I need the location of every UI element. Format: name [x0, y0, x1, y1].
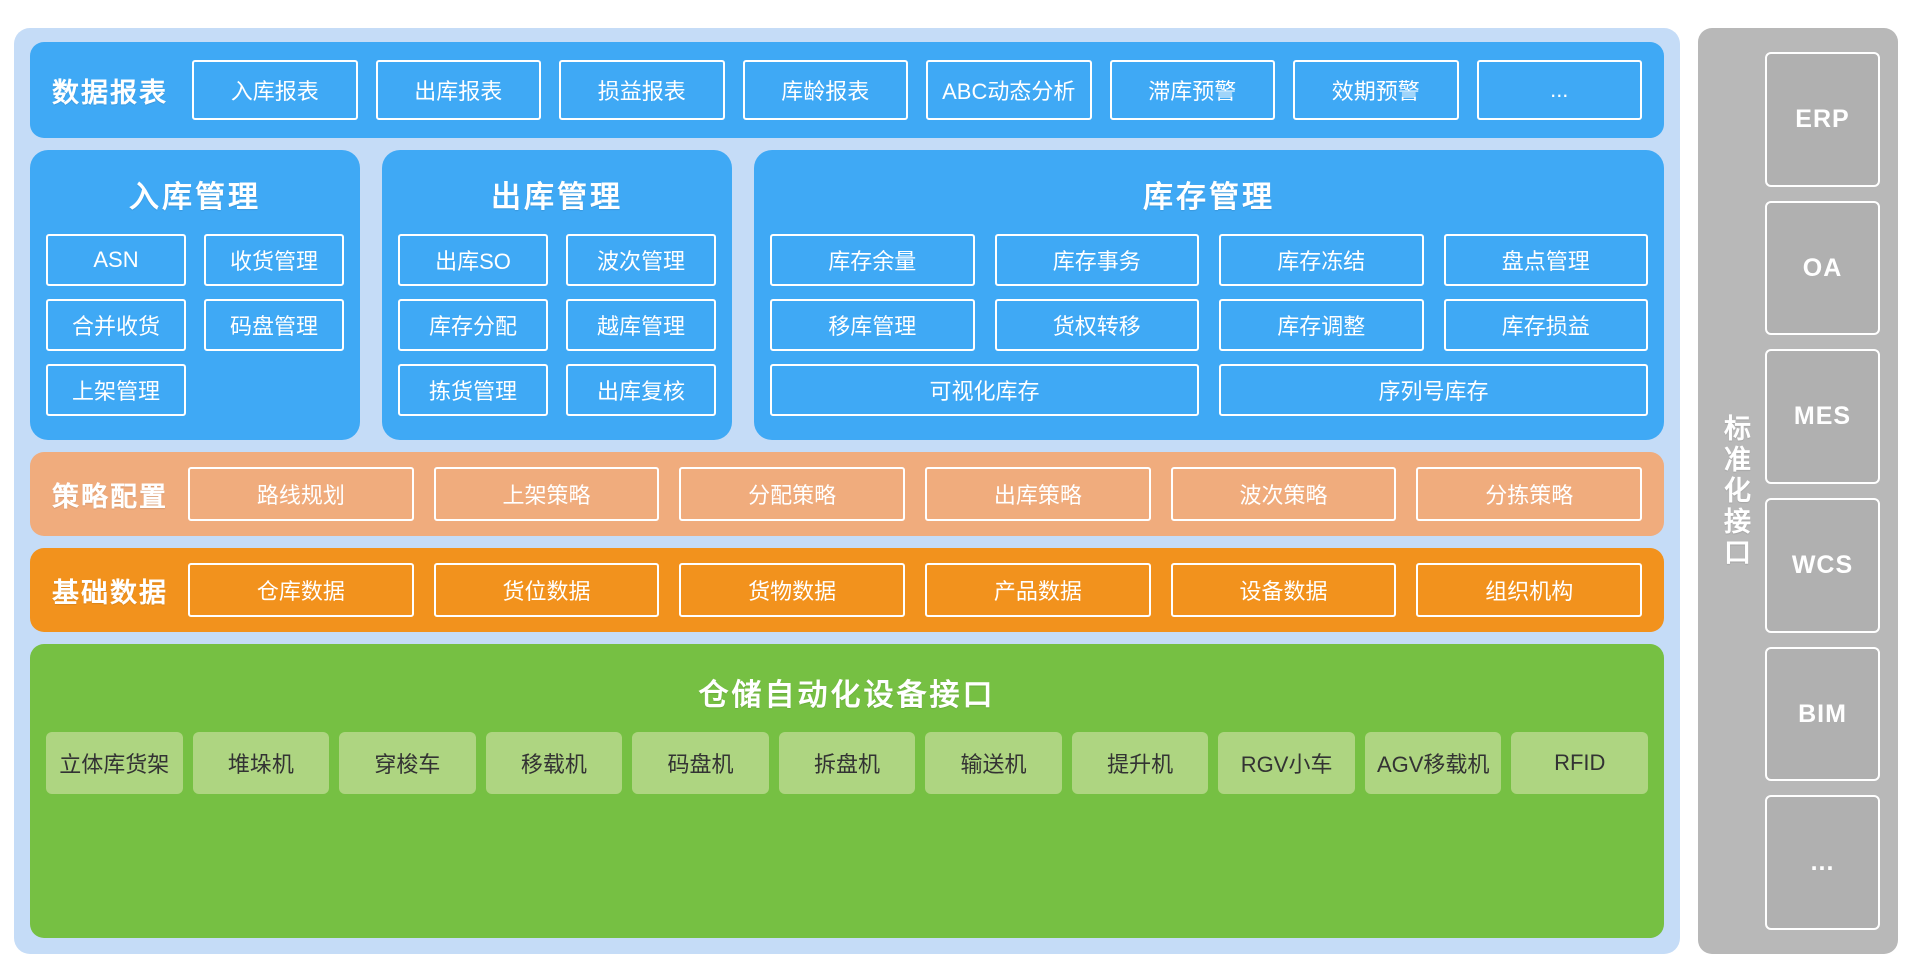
report-item-abc-analysis[interactable]: ABC动态分析 [926, 60, 1092, 120]
outbound-item-crossdock[interactable]: 越库管理 [566, 299, 716, 351]
sidebar-item-bim[interactable]: BIM [1765, 646, 1880, 782]
outbound-management-title: 出库管理 [491, 181, 623, 214]
report-item-inbound[interactable]: 入库报表 [192, 60, 358, 120]
equipment-item-asrs-rack[interactable]: 立体库货架 [46, 732, 183, 794]
report-item-stagnation-alert[interactable]: 滞库预警 [1109, 60, 1275, 120]
inventory-item-freeze[interactable]: 库存冻结 [1219, 234, 1424, 286]
management-cards-row: 入库管理 ASN 收货管理 合并收货 码盘管理 上架管理 出库管理 出库SO 波… [30, 150, 1664, 440]
inventory-item-grid: 库存余量 库存事务 库存冻结 盘点管理 移库管理 货权转移 库存调整 库存损益 [770, 234, 1648, 351]
standard-interface-item-list: ERP OA MES WCS BIM ... [1765, 52, 1880, 931]
inbound-item-receiving[interactable]: 收货管理 [204, 234, 344, 286]
equipment-item-agv[interactable]: AGV移载机 [1364, 732, 1502, 794]
automation-equipment-title: 仓储自动化设备接口 [698, 679, 996, 712]
inbound-item-placeholder [204, 364, 344, 416]
standard-interface-label: 标准化接口 [1720, 413, 1750, 569]
outbound-item-so[interactable]: 出库SO [398, 234, 548, 286]
inventory-item-transaction[interactable]: 库存事务 [994, 234, 1199, 286]
basedata-item-organization[interactable]: 组织机构 [1416, 563, 1643, 617]
automation-equipment-chip-list: 立体库货架 堆垛机 穿梭车 移载机 码盘机 拆盘机 输送机 提升机 RGV小车 … [46, 732, 1649, 794]
outbound-management-card: 出库管理 出库SO 波次管理 库存分配 越库管理 拣货管理 出库复核 [382, 150, 732, 440]
outbound-item-wave[interactable]: 波次管理 [566, 234, 716, 286]
strategy-item-route-planning[interactable]: 路线规划 [188, 467, 414, 521]
strategy-config-band: 策略配置 路线规划 上架策略 分配策略 出库策略 波次策略 分拣策略 [30, 452, 1664, 536]
outbound-item-picking[interactable]: 拣货管理 [398, 364, 548, 416]
strategy-config-title: 策略配置 [52, 481, 168, 512]
inventory-item-balance[interactable]: 库存余量 [770, 234, 975, 286]
equipment-item-palletizer[interactable]: 码盘机 [632, 732, 769, 794]
inventory-management-card: 库存管理 库存余量 库存事务 库存冻结 盘点管理 移库管理 货权转移 库存调整 … [754, 150, 1664, 440]
outbound-item-recheck[interactable]: 出库复核 [566, 364, 716, 416]
equipment-item-rfid[interactable]: RFID [1511, 732, 1649, 794]
equipment-item-depalletizer[interactable]: 拆盘机 [778, 732, 916, 794]
report-item-expiry-alert[interactable]: 效期预警 [1293, 60, 1459, 120]
basedata-item-product[interactable]: 产品数据 [925, 563, 1151, 617]
inbound-item-merge-receiving[interactable]: 合并收货 [46, 299, 186, 351]
basedata-item-equipment[interactable]: 设备数据 [1170, 563, 1397, 617]
data-reports-title: 数据报表 [52, 77, 168, 108]
inbound-management-card: 入库管理 ASN 收货管理 合并收货 码盘管理 上架管理 [30, 150, 360, 440]
sidebar-item-wcs[interactable]: WCS [1765, 498, 1880, 633]
report-item-profit-loss[interactable]: 损益报表 [559, 60, 725, 120]
equipment-item-lifter[interactable]: 提升机 [1071, 732, 1209, 794]
basedata-item-location[interactable]: 货位数据 [433, 563, 660, 617]
inbound-management-title: 入库管理 [129, 181, 261, 214]
strategy-item-allocation[interactable]: 分配策略 [679, 467, 906, 521]
strategy-item-sorting[interactable]: 分拣策略 [1416, 467, 1643, 521]
sidebar-item-mes[interactable]: MES [1765, 349, 1880, 485]
strategy-item-wave[interactable]: 波次策略 [1170, 467, 1397, 521]
data-reports-chip-list: 入库报表 出库报表 损益报表 库龄报表 ABC动态分析 滞库预警 效期预警 ..… [192, 60, 1642, 120]
equipment-item-conveyor[interactable]: 输送机 [925, 732, 1062, 794]
inventory-item-visual-stock[interactable]: 可视化库存 [770, 364, 1199, 416]
wms-main-panel: 数据报表 入库报表 出库报表 损益报表 库龄报表 ABC动态分析 滞库预警 效期… [14, 28, 1680, 954]
equipment-item-shuttle[interactable]: 穿梭车 [339, 732, 476, 794]
outbound-item-allocation[interactable]: 库存分配 [398, 299, 548, 351]
inbound-item-putaway[interactable]: 上架管理 [46, 364, 186, 416]
inventory-management-title: 库存管理 [1143, 181, 1275, 214]
strategy-item-outbound[interactable]: 出库策略 [925, 467, 1151, 521]
standard-interface-sidebar: 标准化接口 ERP OA MES WCS BIM ... [1698, 28, 1898, 954]
automation-equipment-band: 仓储自动化设备接口 立体库货架 堆垛机 穿梭车 移载机 码盘机 拆盘机 输送机 … [30, 644, 1664, 938]
strategy-item-putaway[interactable]: 上架策略 [433, 467, 660, 521]
basedata-item-goods[interactable]: 货物数据 [679, 563, 906, 617]
equipment-item-stacker-crane[interactable]: 堆垛机 [192, 732, 330, 794]
report-item-outbound[interactable]: 出库报表 [375, 60, 541, 120]
strategy-chip-list: 路线规划 上架策略 分配策略 出库策略 波次策略 分拣策略 [188, 467, 1643, 521]
inventory-item-transfer[interactable]: 移库管理 [770, 299, 975, 351]
sidebar-item-oa[interactable]: OA [1765, 200, 1880, 336]
inventory-item-stocktaking[interactable]: 盘点管理 [1443, 234, 1648, 286]
sidebar-item-erp[interactable]: ERP [1765, 52, 1880, 187]
outbound-item-grid: 出库SO 波次管理 库存分配 越库管理 拣货管理 出库复核 [398, 234, 716, 416]
basic-data-title: 基础数据 [52, 577, 168, 608]
report-item-more[interactable]: ... [1476, 60, 1642, 120]
equipment-item-transfer-machine[interactable]: 移载机 [485, 732, 623, 794]
basic-data-chip-list: 仓库数据 货位数据 货物数据 产品数据 设备数据 组织机构 [188, 563, 1643, 617]
equipment-item-rgv[interactable]: RGV小车 [1218, 732, 1355, 794]
inventory-item-adjustment[interactable]: 库存调整 [1219, 299, 1424, 351]
basedata-item-warehouse[interactable]: 仓库数据 [188, 563, 414, 617]
inventory-item-serial-stock[interactable]: 序列号库存 [1219, 364, 1648, 416]
inventory-item-ownership-transfer[interactable]: 货权转移 [994, 299, 1199, 351]
basic-data-band: 基础数据 仓库数据 货位数据 货物数据 产品数据 设备数据 组织机构 [30, 548, 1664, 632]
data-reports-band: 数据报表 入库报表 出库报表 损益报表 库龄报表 ABC动态分析 滞库预警 效期… [30, 42, 1664, 138]
report-item-stock-age[interactable]: 库龄报表 [742, 60, 908, 120]
inventory-item-profit-loss[interactable]: 库存损益 [1443, 299, 1648, 351]
sidebar-item-more[interactable]: ... [1765, 795, 1880, 931]
inbound-item-palletizing[interactable]: 码盘管理 [204, 299, 344, 351]
inbound-item-asn[interactable]: ASN [46, 234, 186, 286]
inventory-wide-item-grid: 可视化库存 序列号库存 [770, 364, 1648, 416]
inbound-item-grid: ASN 收货管理 合并收货 码盘管理 上架管理 [46, 234, 344, 416]
